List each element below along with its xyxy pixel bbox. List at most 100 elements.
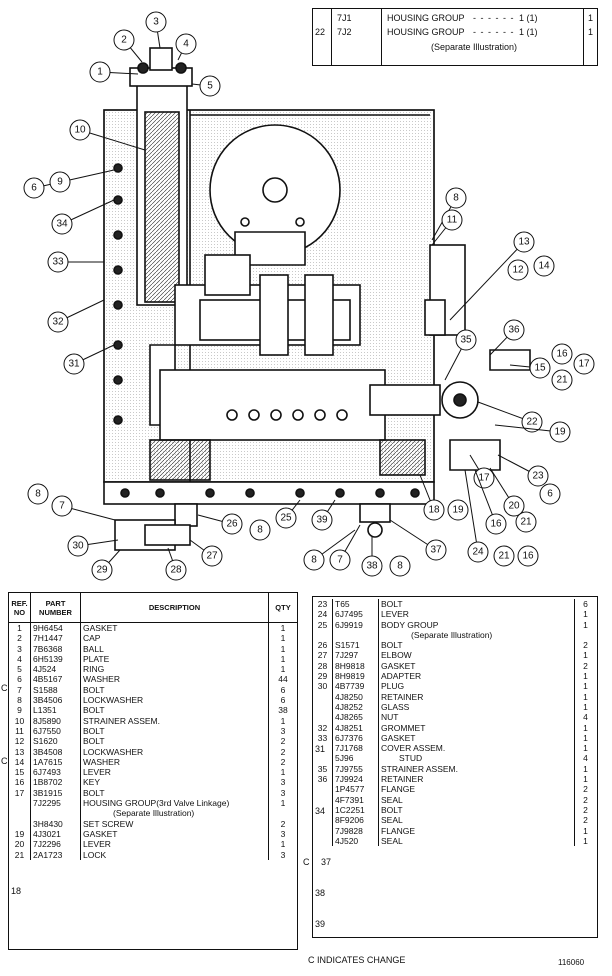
row-ref-no: 1 [9,623,31,634]
row-part-number: 5J96 [333,753,379,764]
row-qty: 38 [278,705,288,716]
row-part-number: 3H8430 [31,818,81,829]
row-qty: 1 [280,715,286,726]
row-ref-no: 35 [313,763,333,775]
bracket-ref-34: 34 [315,806,326,816]
row-qty: 1 [583,650,588,661]
row-ref-no: 19 [9,828,31,840]
row-qty: 1 [280,633,286,644]
callout-19b: 19 [452,505,464,516]
row-description: RING [81,664,269,675]
row-description: STRAINER ASSEM. [379,763,575,775]
row-part-number: T65 [333,599,379,610]
row-qty: 1 [583,701,588,712]
row-qty: 1 [280,653,286,664]
callout-8b: 8 [397,561,403,572]
row-ref-no [9,798,31,819]
row-description: LOCKWASHER [81,695,269,706]
callout-16c: 16 [522,551,534,562]
header-description: DESCRIPTION [81,593,269,622]
row-part-number: 4J8250 [333,691,379,702]
row-qty: 2 [280,736,286,747]
callout-22: 22 [526,417,538,428]
row-ref-no: 13 [9,746,31,757]
row-qty: 1 [583,732,588,743]
row-part-number: 4J8252 [333,701,379,713]
row-description: GASKET [379,732,575,744]
row-qty: 2 [583,804,588,815]
row-qty: 1 [583,691,588,702]
row-qty: 1 [583,722,588,733]
callout-37: 37 [430,545,442,556]
callout-35: 35 [460,335,472,346]
row-part-number: 6J7495 [333,609,379,620]
row-ref-no: 24 [313,609,333,620]
row-ref-no [313,691,333,702]
callout-12: 12 [512,265,524,276]
callout-24: 24 [472,547,484,558]
callout-18: 18 [428,505,440,516]
row-ref-no: 27 [313,650,333,661]
row-qty: 3 [280,725,286,736]
row-description: LEVER [379,609,575,620]
row-ref-no: 6 [9,674,31,685]
callout-39: 39 [316,515,328,526]
row-ref-no: 12 [9,736,31,747]
row-part-number: 1B8702 [31,777,81,788]
row-part-number: 6J7376 [333,732,379,744]
row-description: SEAL [379,794,575,805]
row-part-number: 6H5139 [31,653,81,665]
row-ref-no: 17 [9,787,31,799]
row-ref-no: 5 [9,664,31,675]
callout-34: 34 [56,219,68,230]
row-qty: 2 [583,815,588,826]
callout-6: 6 [31,183,37,194]
row-part-number: 6J7550 [31,725,81,737]
callout-8c: 8 [311,555,317,566]
callout-16: 16 [556,349,568,360]
row-part-number: 3B4508 [31,746,81,757]
row-ref-no [313,701,333,713]
bracket-ref-31: 31 [315,744,326,754]
row-ref-no: 2 [9,633,31,644]
row-qty: 2 [583,794,588,805]
row-qty: 1 [280,643,286,654]
row-qty: 2 [280,818,286,829]
row-part-number: 4J524 [31,664,81,675]
row-ref-no: 9 [9,705,31,716]
change-mark: C [1,683,8,693]
callout-31: 31 [68,359,80,370]
callout-25: 25 [280,513,292,524]
row-part-number: 4J8251 [333,722,379,733]
row-ref-no [9,818,31,829]
callout-20: 20 [508,501,520,512]
row-qty: 1 [280,798,286,809]
row-qty: 1 [280,623,286,633]
row-ref-no: 32 [313,722,333,733]
row-description: BOLT [379,599,575,610]
callout-27: 27 [206,551,218,562]
callout-4: 4 [183,39,189,50]
callout-32: 32 [52,317,64,328]
row-part-number: L1351 [31,705,81,716]
callout-36: 36 [508,325,520,336]
callout-15: 15 [534,363,546,374]
callout-38: 38 [366,561,378,572]
row-part-number: 9H6454 [31,623,81,634]
row-ref-no: 30 [313,681,333,692]
row-ref-no: 26 [313,640,333,651]
row-ref-no: 25 [313,619,333,641]
reference-line: 7J1 HOUSING GROUP - - - - - - 1 (1) 1 [337,13,594,23]
